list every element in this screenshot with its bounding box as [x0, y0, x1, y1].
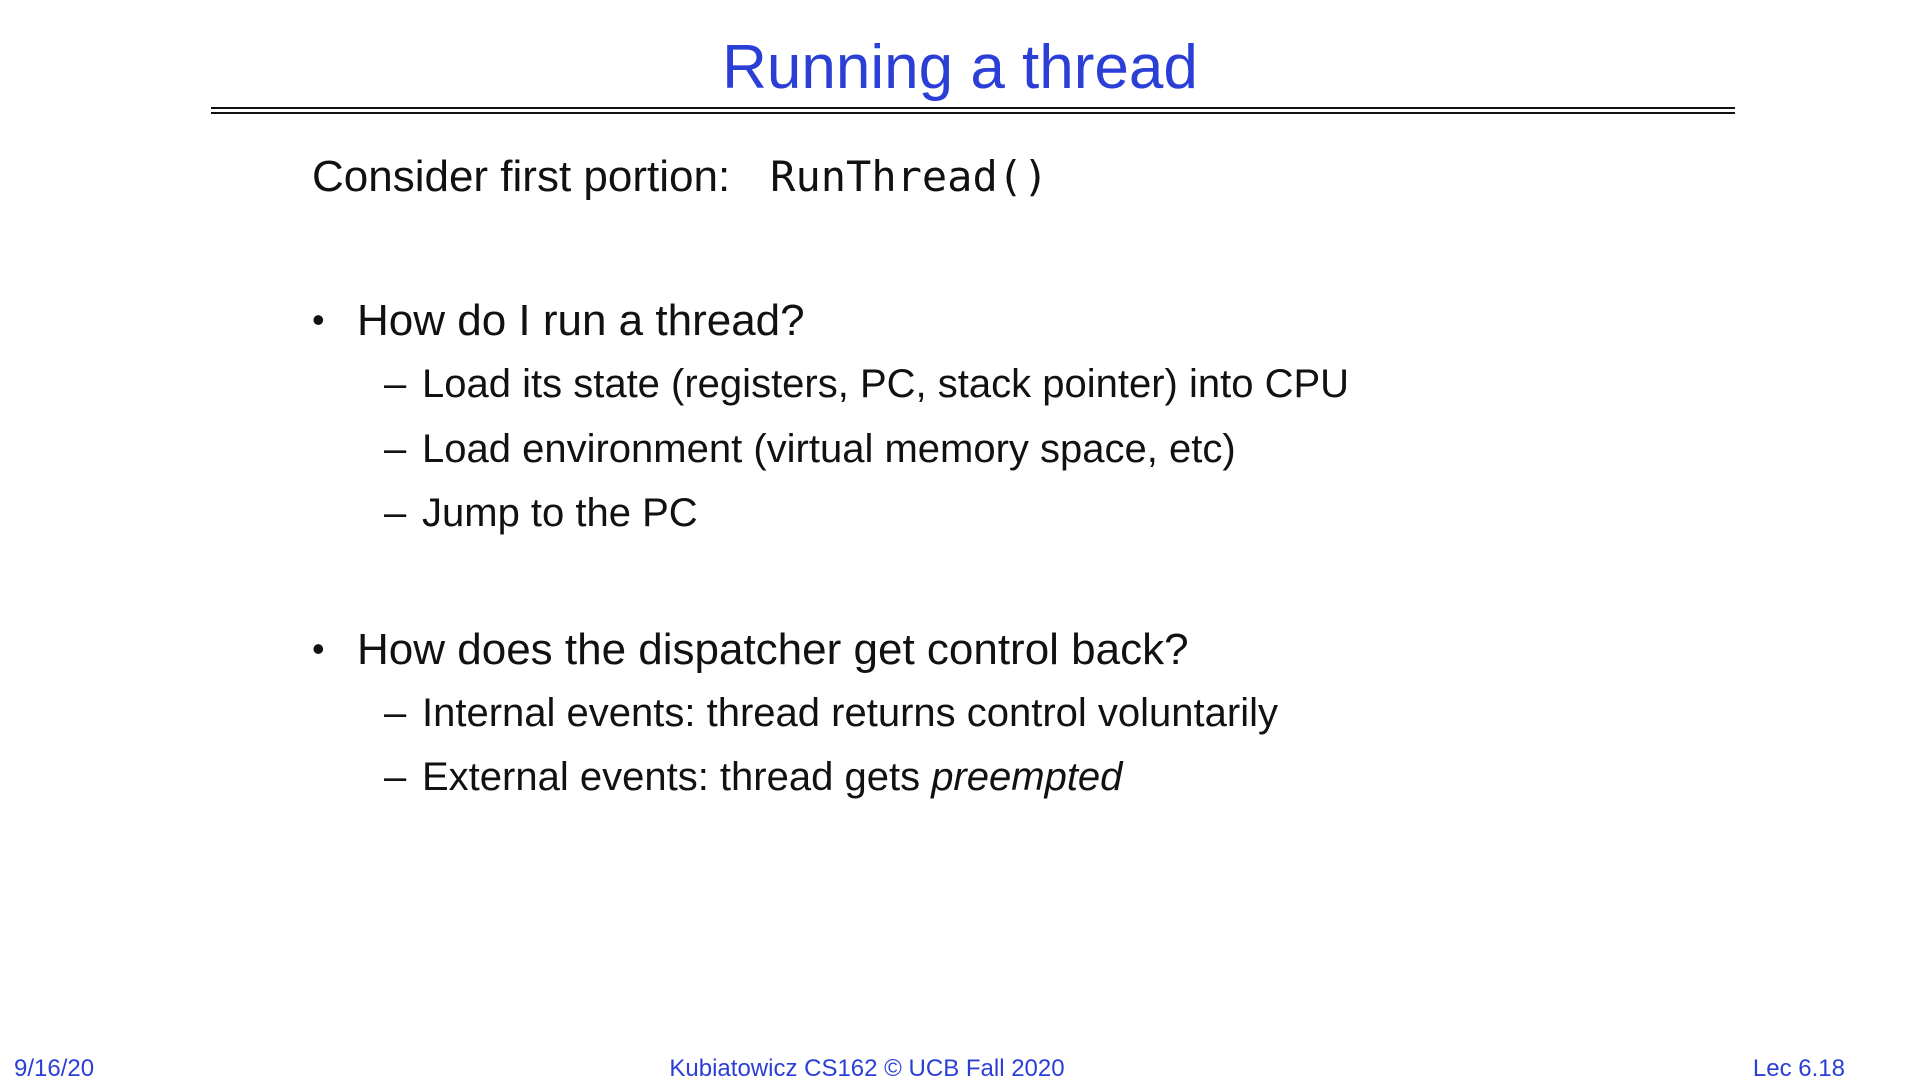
- footer-course: Kubiatowicz CS162 © UCB Fall 2020: [669, 1055, 1065, 1080]
- sub-dash: –: [384, 691, 407, 735]
- bullet-1-sub-2-text: Load environment (virtual memory space, …: [422, 427, 1236, 471]
- bullet-2-sub-1: –Internal events: thread returns control…: [384, 686, 1278, 740]
- bullet-dot: •: [312, 299, 325, 340]
- intro-label: Consider first portion:: [312, 152, 731, 201]
- bullet-dot: •: [312, 628, 325, 669]
- sub-dash: –: [384, 427, 407, 471]
- sub-dash: –: [384, 362, 407, 406]
- bullet-1-sub-2: –Load environment (virtual memory space,…: [384, 422, 1236, 476]
- bullet-1: • How do I run a thread?: [312, 291, 805, 350]
- bullet-1-sub-1-text: Load its state (registers, PC, stack poi…: [422, 362, 1350, 406]
- footer-date: 9/16/20: [14, 1055, 95, 1080]
- sub-dash: –: [384, 491, 407, 535]
- intro-line: Consider first portion: RunThread(): [312, 148, 1048, 206]
- bullet-2-sub-2: –External events: thread gets preempted: [384, 750, 1122, 804]
- bullet-1-text: How do I run a thread?: [357, 296, 805, 345]
- bullet-1-sub-1: –Load its state (registers, PC, stack po…: [384, 357, 1349, 411]
- bullet-2-sub-2-text: External events: thread gets: [422, 755, 932, 799]
- title-rule-upper: [211, 107, 1735, 109]
- intro-code: RunThread(): [770, 152, 1049, 201]
- bullet-2: • How does the dispatcher get control bac…: [312, 620, 1189, 679]
- bullet-2-text: How does the dispatcher get control back…: [357, 625, 1189, 674]
- title-rule-lower: [211, 112, 1735, 114]
- bullet-2-sub-2-emphasis: preempted: [931, 755, 1123, 799]
- sub-dash: –: [384, 755, 407, 799]
- bullet-2-sub-1-text: Internal events: thread returns control …: [422, 691, 1278, 735]
- slide-title: Running a thread: [722, 33, 1198, 102]
- bullet-1-sub-3: –Jump to the PC: [384, 486, 698, 540]
- bullet-1-sub-3-text: Jump to the PC: [422, 491, 698, 535]
- footer-lecture: Lec 6.18: [1752, 1055, 1845, 1080]
